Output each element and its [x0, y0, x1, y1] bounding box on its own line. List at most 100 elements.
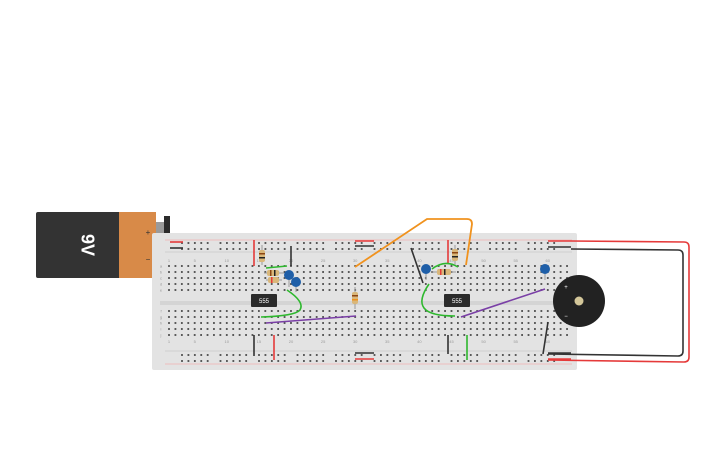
breadboard-hole[interactable]	[521, 322, 523, 324]
breadboard-hole[interactable]	[219, 322, 222, 324]
breadboard-hole[interactable]	[399, 289, 402, 291]
breadboard-hole[interactable]	[501, 334, 504, 336]
breadboard-hole[interactable]	[431, 328, 434, 330]
breadboard-hole[interactable]	[322, 334, 324, 336]
breadboard-hole[interactable]	[521, 265, 523, 267]
breadboard-hole[interactable]	[482, 277, 485, 279]
power-rail-hole[interactable]	[270, 360, 273, 362]
breadboard-hole[interactable]	[213, 328, 215, 330]
breadboard-hole[interactable]	[335, 277, 337, 279]
breadboard-hole[interactable]	[489, 283, 491, 285]
breadboard-hole[interactable]	[367, 328, 369, 330]
breadboard-hole[interactable]	[392, 328, 395, 330]
breadboard-hole[interactable]	[514, 328, 517, 330]
wire-black-diagonal-right[interactable]	[542, 321, 549, 355]
breadboard-hole[interactable]	[341, 271, 344, 273]
breadboard-hole[interactable]	[232, 322, 235, 324]
breadboard-hole[interactable]	[225, 322, 228, 324]
breadboard-hole[interactable]	[405, 277, 408, 279]
breadboard-hole[interactable]	[566, 328, 568, 330]
breadboard-hole[interactable]	[418, 277, 421, 279]
breadboard-hole[interactable]	[379, 277, 382, 279]
breadboard-hole[interactable]	[482, 289, 485, 291]
breadboard-hole[interactable]	[534, 328, 536, 330]
breadboard-hole[interactable]	[335, 271, 337, 273]
power-rail-hole[interactable]	[431, 360, 434, 362]
power-rail-hole[interactable]	[469, 242, 472, 244]
breadboard-hole[interactable]	[251, 328, 254, 330]
breadboard-hole[interactable]	[322, 328, 324, 330]
breadboard-hole[interactable]	[347, 328, 350, 330]
breadboard-hole[interactable]	[264, 271, 267, 273]
breadboard-hole[interactable]	[238, 310, 241, 312]
power-rail-hole[interactable]	[226, 354, 228, 356]
breadboard-hole[interactable]	[290, 289, 292, 291]
breadboard-hole[interactable]	[213, 265, 215, 267]
breadboard-hole[interactable]	[335, 334, 337, 336]
power-rail-hole[interactable]	[437, 242, 440, 244]
breadboard-hole[interactable]	[245, 328, 247, 330]
breadboard-hole[interactable]	[168, 277, 170, 279]
breadboard-hole[interactable]	[527, 271, 530, 273]
power-rail-hole[interactable]	[335, 248, 337, 250]
breadboard-hole[interactable]	[283, 289, 286, 291]
breadboard-hole[interactable]	[489, 289, 491, 291]
breadboard-hole[interactable]	[270, 289, 273, 291]
breadboard-hole[interactable]	[450, 310, 453, 312]
breadboard-hole[interactable]	[290, 328, 292, 330]
breadboard-hole[interactable]	[534, 334, 536, 336]
breadboard-hole[interactable]	[296, 310, 299, 312]
breadboard-hole[interactable]	[463, 310, 466, 312]
breadboard-hole[interactable]	[418, 316, 421, 318]
breadboard-hole[interactable]	[213, 322, 215, 324]
breadboard-hole[interactable]	[501, 328, 504, 330]
breadboard-hole[interactable]	[457, 289, 459, 291]
breadboard-hole[interactable]	[219, 283, 222, 285]
breadboard-hole[interactable]	[405, 328, 408, 330]
breadboard-hole[interactable]	[277, 310, 280, 312]
breadboard-hole[interactable]	[225, 310, 228, 312]
breadboard-hole[interactable]	[367, 265, 369, 267]
breadboard-hole[interactable]	[238, 277, 241, 279]
breadboard-hole[interactable]	[508, 322, 511, 324]
breadboard-hole[interactable]	[399, 334, 402, 336]
breadboard-hole[interactable]	[174, 265, 177, 267]
breadboard-hole[interactable]	[168, 289, 170, 291]
breadboard-hole[interactable]	[283, 310, 286, 312]
power-rail-hole[interactable]	[392, 242, 395, 244]
power-rail-hole[interactable]	[546, 242, 549, 244]
power-rail-hole[interactable]	[399, 360, 402, 362]
breadboard-hole[interactable]	[418, 328, 421, 330]
power-rail-hole[interactable]	[457, 248, 459, 250]
power-rail-hole[interactable]	[469, 354, 472, 356]
breadboard-hole[interactable]	[360, 283, 363, 285]
breadboard-hole[interactable]	[174, 289, 177, 291]
breadboard-hole[interactable]	[238, 283, 241, 285]
breadboard-hole[interactable]	[225, 289, 228, 291]
breadboard-hole[interactable]	[225, 271, 228, 273]
breadboard-hole[interactable]	[566, 334, 568, 336]
breadboard-hole[interactable]	[495, 316, 498, 318]
resistor-6[interactable]	[432, 269, 456, 275]
breadboard-hole[interactable]	[418, 265, 421, 267]
breadboard-hole[interactable]	[335, 265, 337, 267]
breadboard-hole[interactable]	[283, 328, 286, 330]
breadboard-hole[interactable]	[521, 310, 523, 312]
signal-wires[interactable]	[260, 218, 546, 324]
breadboard-hole[interactable]	[290, 334, 292, 336]
power-rail-hole[interactable]	[187, 248, 190, 250]
breadboard-hole[interactable]	[302, 322, 305, 324]
power-rail-hole[interactable]	[200, 354, 203, 356]
breadboard-hole[interactable]	[489, 328, 491, 330]
breadboard-hole[interactable]	[328, 277, 331, 279]
power-rail-hole[interactable]	[277, 248, 280, 250]
breadboard-hole[interactable]	[367, 271, 369, 273]
power-rail-hole[interactable]	[206, 354, 209, 356]
breadboard-hole[interactable]	[225, 316, 228, 318]
breadboard-hole[interactable]	[322, 265, 324, 267]
breadboard-hole[interactable]	[412, 277, 414, 279]
breadboard-hole[interactable]	[412, 271, 414, 273]
breadboard-hole[interactable]	[476, 277, 479, 279]
breadboard-hole[interactable]	[489, 277, 491, 279]
breadboard-hole[interactable]	[463, 328, 466, 330]
